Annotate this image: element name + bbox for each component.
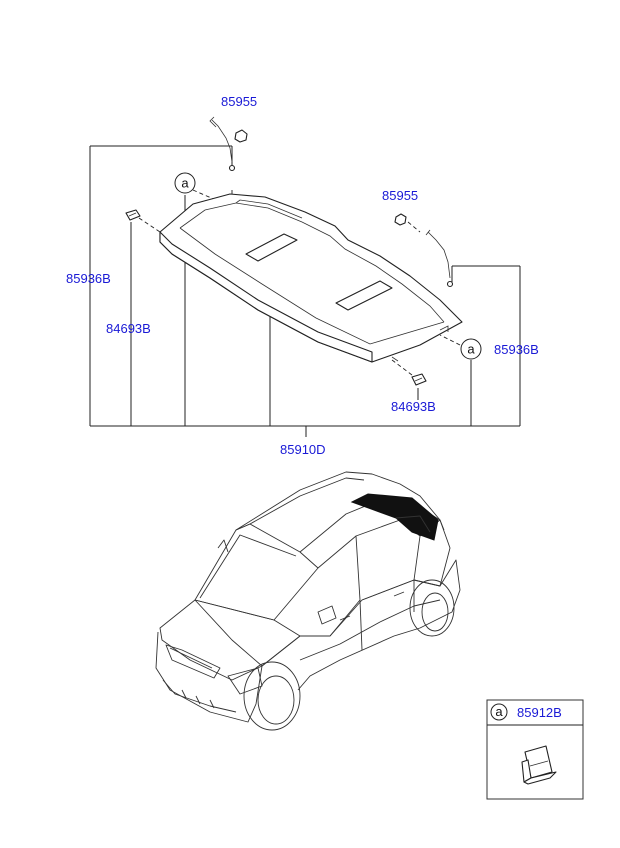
label-85910d[interactable]: 85910D	[280, 442, 326, 457]
legend-part-number[interactable]: 85912B	[517, 705, 562, 720]
svg-text:a: a	[467, 342, 475, 357]
clip-85955-top[interactable]	[209, 116, 248, 172]
shelf-location-highlight	[350, 493, 439, 541]
label-85955-right[interactable]: 85955	[382, 188, 418, 203]
holder-84693b-right[interactable]	[411, 373, 427, 386]
holder-84693b-left[interactable]	[125, 209, 141, 221]
svg-text:a: a	[181, 176, 189, 191]
legend-ref-circle	[490, 703, 508, 721]
label-85936b-right[interactable]: 85936B	[494, 342, 539, 357]
legend-ref-letter: a	[495, 704, 503, 719]
ref-a-right[interactable]: a	[460, 338, 482, 360]
label-84693b-left[interactable]: 84693B	[106, 321, 151, 336]
clip-85955-right[interactable]	[394, 213, 454, 288]
label-85936b-left[interactable]: 85936B	[66, 271, 111, 286]
luggage-shelf-85910d[interactable]	[159, 193, 463, 363]
label-84693b-right[interactable]: 84693B	[391, 399, 436, 414]
label-85955-top[interactable]: 85955	[221, 94, 257, 109]
clip-85912b[interactable]	[521, 745, 557, 785]
vehicle-illustration	[155, 471, 461, 731]
ref-a-top[interactable]: a	[174, 172, 196, 194]
legend-box: a 85912B	[486, 699, 584, 800]
